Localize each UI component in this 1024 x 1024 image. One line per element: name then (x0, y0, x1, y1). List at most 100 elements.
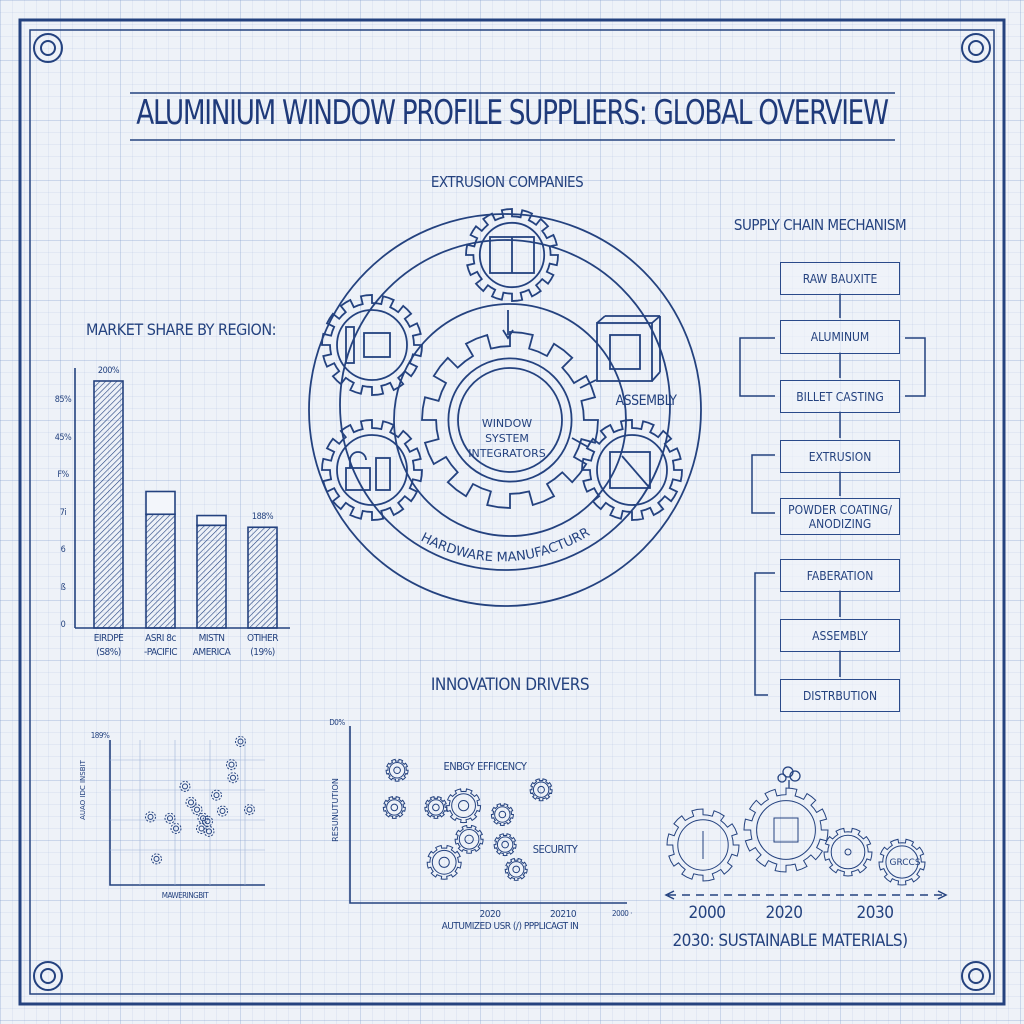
gear-point (493, 833, 517, 857)
bar-top-2 (196, 514, 227, 527)
timeline-year-2030: 2030 (856, 903, 894, 923)
right-scatter-ytop: D0% (329, 718, 345, 727)
step-raw-bauxite: RAW BAUXITE (780, 262, 900, 295)
left-scatter-axes (109, 740, 265, 886)
middle-ring (339, 239, 671, 571)
step-extrusion: EXTRUSION (780, 440, 900, 473)
right-scatter-axes (349, 726, 627, 904)
bar-category-label: EIRDPE (93, 633, 124, 644)
supply-chain-connectors (739, 293, 926, 696)
outer-frame (18, 18, 1006, 1006)
bar-1 (145, 513, 176, 629)
inner-frame (29, 29, 995, 995)
gear-point (454, 824, 484, 854)
scatter-point (185, 796, 197, 808)
y-tick-label: 0 (60, 620, 66, 630)
timeline-caption: 2030: SUSTAINABLE MATERIALS) (672, 931, 908, 951)
timeline-arrow-left (664, 890, 675, 900)
y-tick-label: 85% (54, 395, 72, 405)
badge-gear-icon (878, 838, 926, 886)
step-fabrication: FABERATION (780, 559, 900, 592)
bar-category-label: MISTN (198, 633, 225, 644)
extrusion-press-icon (321, 294, 423, 396)
y-tick-label: ß (60, 582, 66, 593)
arrow-to-assembly (579, 379, 597, 389)
tree-icon (777, 766, 801, 788)
gear-point (490, 803, 514, 827)
window-frame-icon (465, 208, 559, 302)
bar-category-label: -PACIFIC (143, 647, 178, 658)
step-powder-coating: POWDER COATING/ ANODIZING (780, 498, 900, 535)
x-tick-3: 2000 · (612, 909, 632, 918)
compass-gear-icon (666, 808, 740, 882)
timeline-year-2020: 2020 (765, 903, 803, 923)
gear-point (382, 795, 406, 819)
bar-category-label: OTIHER (247, 633, 278, 644)
profile-cube-icon (596, 315, 661, 382)
scatter-point (226, 759, 237, 771)
scatter-point (217, 805, 228, 817)
scatter-point (191, 804, 203, 816)
right-scatter-xlabel: AUTUMIZED USR (/) PPPLICAGT IN (441, 921, 579, 932)
scatter-point (170, 822, 182, 834)
step-aluminum: ALUMINUM (780, 320, 900, 354)
bar-data-label: 200% (97, 366, 120, 376)
annotation-security: SECURITY (532, 843, 578, 856)
arrow-head (502, 329, 514, 340)
bar-category-label: (19%) (250, 647, 275, 658)
annotation-energy-efficiency: ENBGY EFFICENCY (443, 760, 527, 773)
left-scatter-xlabel: MAWERINGBIT (161, 891, 209, 900)
bar-3 (247, 526, 278, 629)
y-tick-label: F% (57, 470, 69, 480)
window-wrench-icon (581, 419, 683, 521)
center-label-1: WINDOW (482, 417, 532, 430)
arrow-to-wrench (571, 437, 589, 448)
scatter-point (235, 735, 246, 747)
extrusion-companies-label: EXTRUSION COMPANIES (430, 173, 584, 191)
bar-category-label: AMERICA (192, 647, 231, 658)
center-label-2: SYSTEM (485, 432, 529, 445)
scatter-point (227, 772, 239, 784)
gear-point (385, 758, 409, 782)
bar-2 (196, 524, 227, 629)
scatter-point (202, 815, 213, 827)
bar-category-label: ASRI 8c (145, 633, 176, 644)
bar-data-label: 188% (251, 512, 274, 523)
target-gear-icon (823, 827, 873, 877)
left-scatter-ylabel: AUAO IDC INSBIT (79, 759, 87, 819)
y-tick-label: 7i (59, 507, 67, 518)
innovation-heading: INNOVATION DRIVERS (430, 675, 590, 695)
corner-ornaments (33, 33, 991, 991)
gear-point (504, 857, 528, 881)
scatter-point (151, 853, 162, 865)
scatter-point (196, 822, 207, 834)
scatter-point (244, 804, 255, 816)
gear-badge-text: GRCCS (889, 858, 920, 868)
step-billet-casting: BILLET CASTING (780, 380, 900, 413)
gear-point (446, 788, 482, 824)
scatter-point (164, 812, 176, 824)
central-diagram (308, 208, 702, 607)
market-share-heading: MARKET SHARE BY REGION: (86, 320, 276, 339)
right-scatter-ylabel: RESUNUTUTION (331, 778, 340, 842)
y-tick-label: 6 (60, 545, 66, 555)
left-scatter-grid (110, 740, 265, 885)
supply-chain-heading: SUPPLY CHAIN MECHANISM (733, 216, 907, 234)
timeline-year-2000: 2000 (688, 903, 726, 923)
x-tick-2: 20210 (549, 909, 577, 920)
center-gear (421, 331, 599, 509)
x-tick-1: 2020 (479, 909, 501, 920)
page-title: ALUMINIUM WINDOW PROFILE SUPPLIERS: GLOB… (136, 93, 889, 133)
bar-top-1 (145, 490, 176, 516)
gear-point (529, 778, 553, 802)
outer-ring (308, 213, 702, 607)
step-assembly: ASSEMBLY (780, 619, 900, 652)
scatter-point (211, 789, 222, 801)
bar-0 (93, 380, 124, 629)
scatter-point (179, 780, 191, 792)
center-label-3: INTEGRATORS (468, 447, 546, 460)
assembly-label: ASSEMBLY (615, 393, 677, 409)
left-scatter-ytop: 189% (90, 731, 110, 740)
scatter-point (203, 825, 215, 837)
